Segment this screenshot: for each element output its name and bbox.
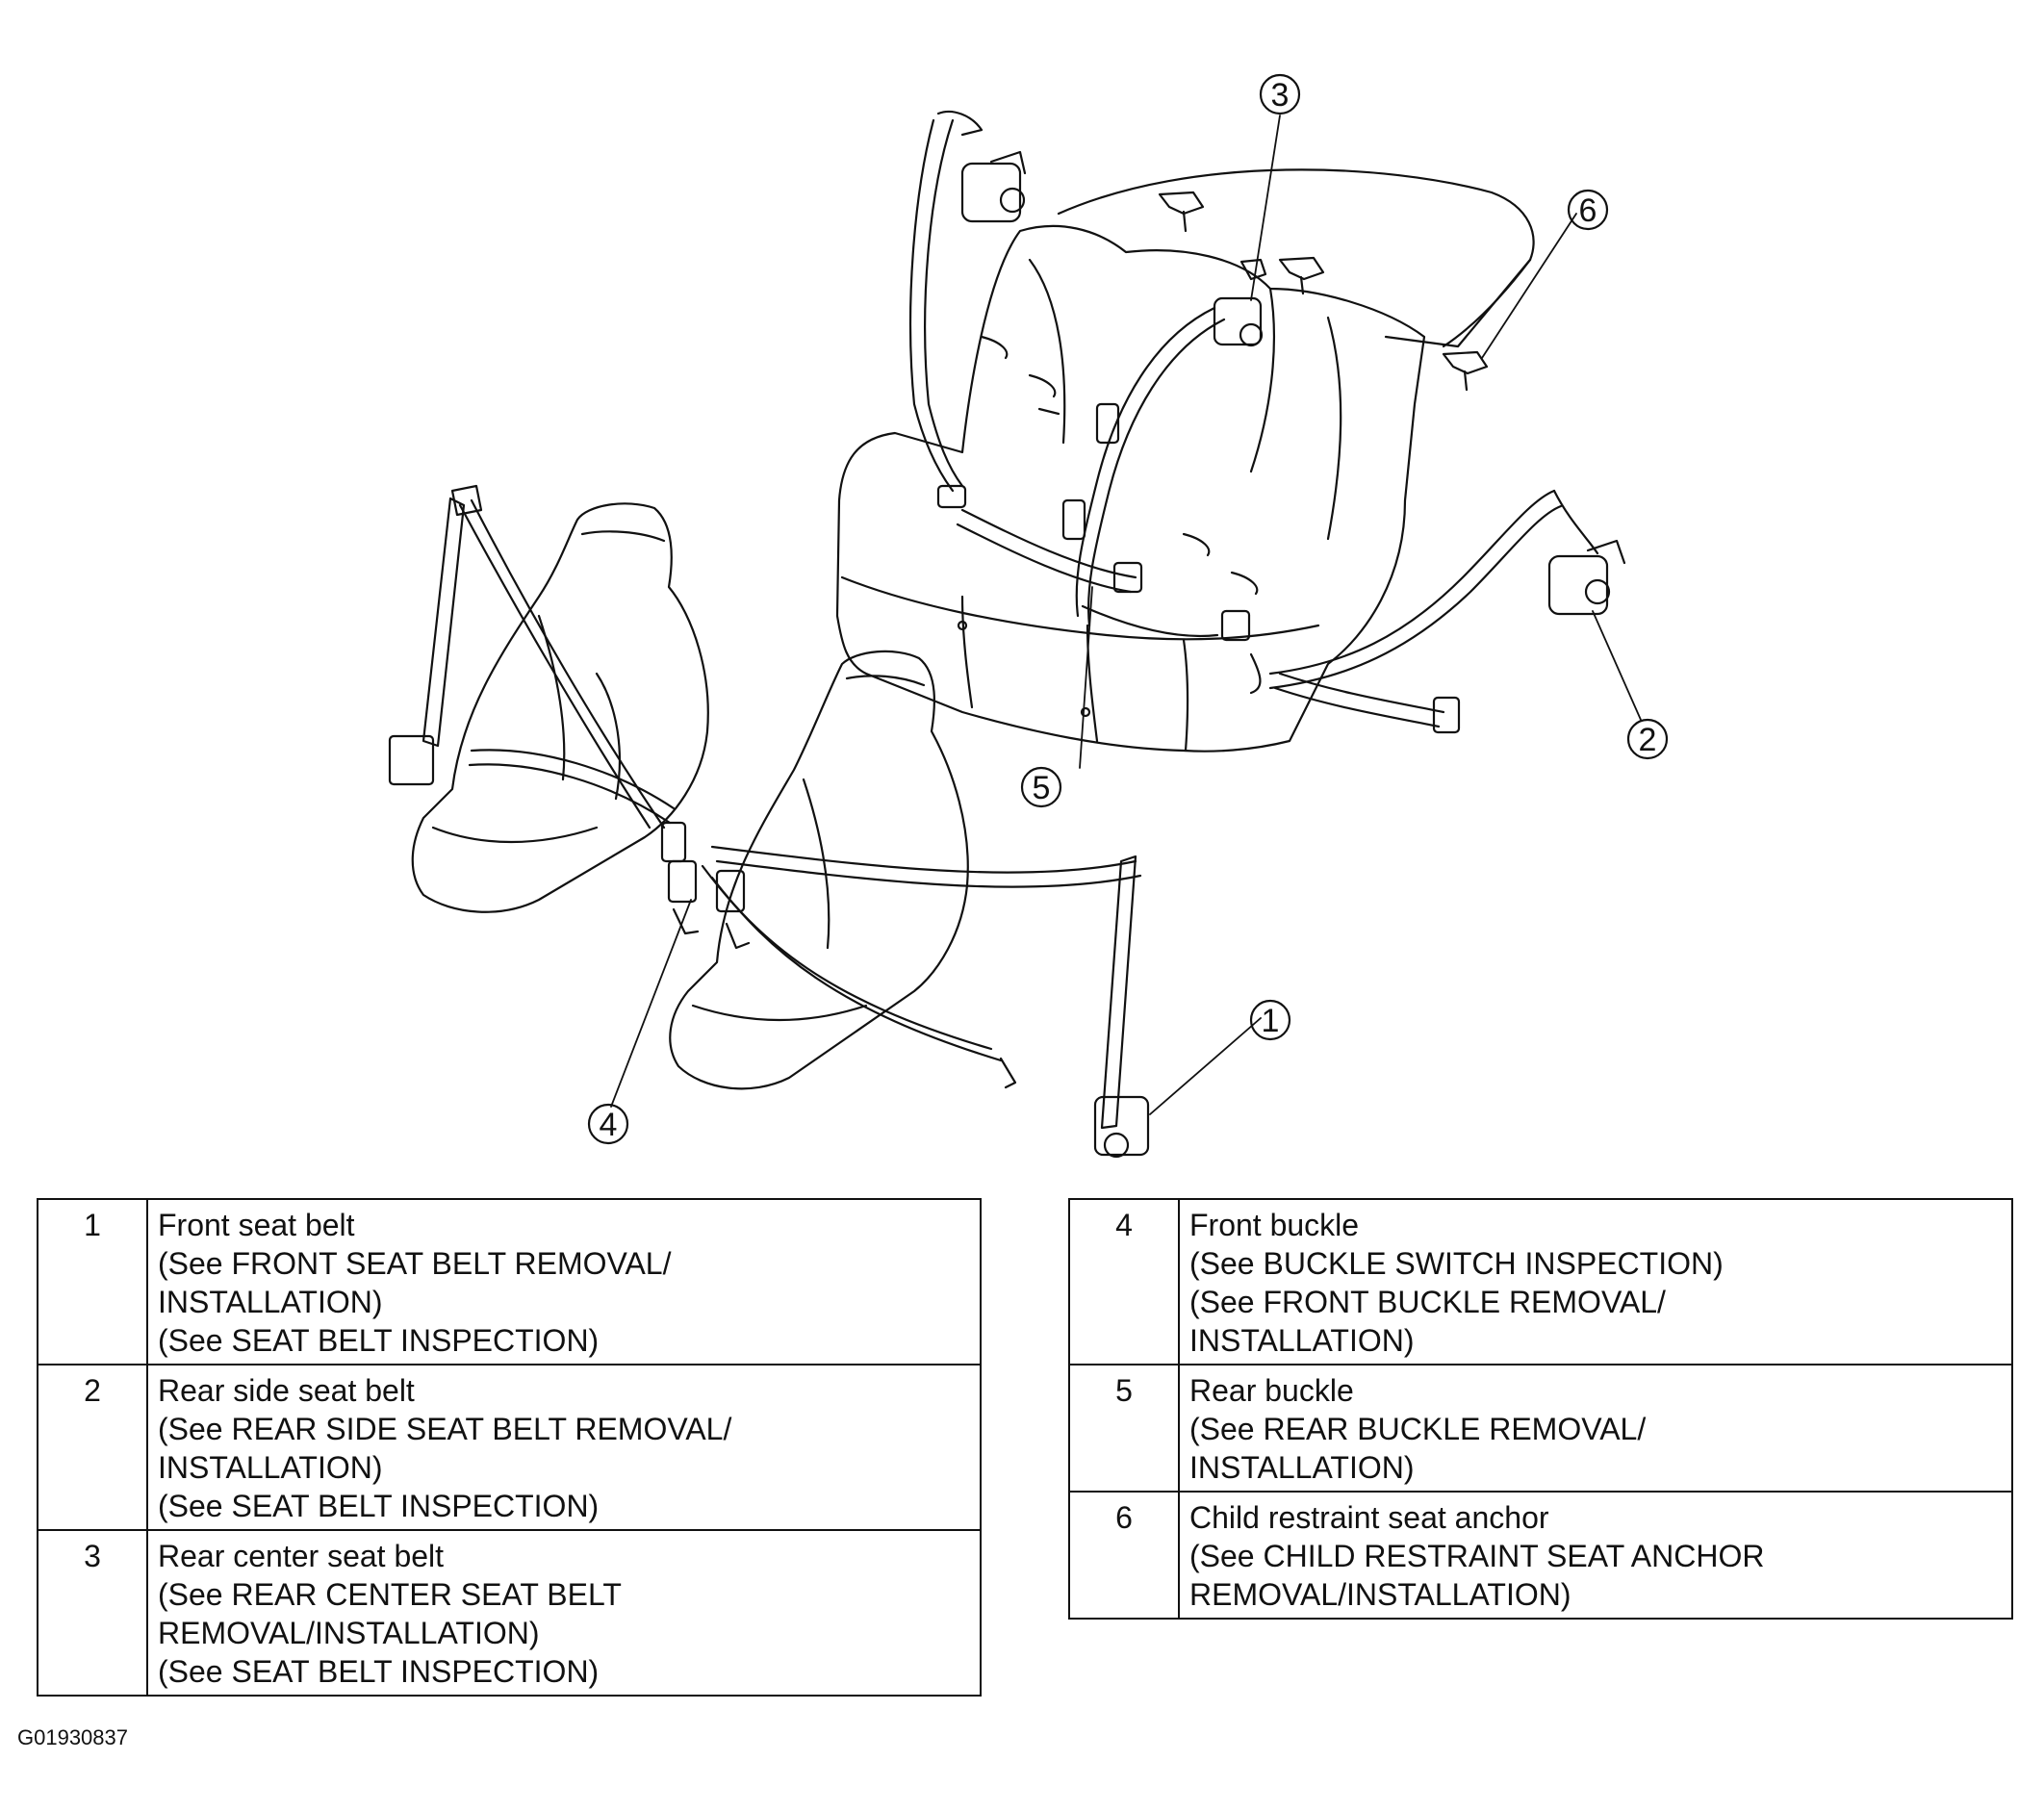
- legend-line: Rear center seat belt: [158, 1539, 445, 1573]
- callout-2: 2: [1626, 718, 1669, 760]
- rear-parcel-shelf-edge: [1442, 258, 1532, 348]
- legend-line: (See REAR BUCKLE REMOVAL/: [1189, 1412, 1647, 1446]
- front-buckle: [667, 859, 751, 950]
- legend-number: 3: [37, 1529, 148, 1697]
- legend-number: 5: [1068, 1364, 1180, 1493]
- legend-number: 1: [37, 1198, 148, 1365]
- callout-5-label: 5: [1033, 770, 1051, 806]
- legend-line: (See REAR SIDE SEAT BELT REMOVAL/: [158, 1412, 732, 1446]
- figure-id: G01930837: [17, 1725, 128, 1749]
- legend-line: (See BUCKLE SWITCH INSPECTION): [1189, 1246, 1724, 1281]
- legend-row-1: 1 Front seat belt (See FRONT SEAT BELT R…: [37, 1198, 982, 1365]
- legend-line: Front seat belt: [158, 1208, 355, 1242]
- legend-row-2: 2 Rear side seat belt (See REAR SIDE SEA…: [37, 1364, 982, 1531]
- front-right-seat: [669, 650, 969, 1090]
- floor-anchors: [957, 335, 1259, 718]
- legend-description: Rear side seat belt (See REAR SIDE SEAT …: [146, 1364, 982, 1531]
- front-right-seat-belt: [701, 845, 1150, 1159]
- rear-bench-seat: [835, 224, 1426, 753]
- callout-3-label: 3: [1271, 77, 1290, 114]
- legend-row-6: 6 Child restraint seat anchor (See CHILD…: [1068, 1491, 2013, 1620]
- legend-line: Rear buckle: [1189, 1373, 1354, 1408]
- callout-1-label: 1: [1262, 1003, 1280, 1039]
- legend-line: (See SEAT BELT INSPECTION): [158, 1489, 600, 1523]
- rear-right-seat-belt: [1268, 489, 1626, 734]
- legend-number: 4: [1068, 1198, 1180, 1365]
- legend-line: (See FRONT SEAT BELT REMOVAL/: [158, 1246, 672, 1281]
- legend-description: Rear buckle (See REAR BUCKLE REMOVAL/ IN…: [1178, 1364, 2013, 1493]
- legend-line: (See FRONT BUCKLE REMOVAL/: [1189, 1285, 1666, 1319]
- callout-3: 3: [1259, 73, 1301, 115]
- legend-description: Front buckle (See BUCKLE SWITCH INSPECTI…: [1178, 1198, 2013, 1365]
- rear-parcel-shelf: [1057, 168, 1535, 348]
- callout-2-label: 2: [1639, 722, 1657, 758]
- legend-line: INSTALLATION): [158, 1285, 383, 1319]
- front-left-seat: [411, 502, 709, 913]
- legend-description: Child restraint seat anchor (See CHILD R…: [1178, 1491, 2013, 1620]
- legend-line: Front buckle: [1189, 1208, 1360, 1242]
- legend-line: (See SEAT BELT INSPECTION): [158, 1323, 600, 1358]
- rear-buckles: [956, 508, 1262, 695]
- legend-line: Rear side seat belt: [158, 1373, 415, 1408]
- child-restraint-seat-anchors: [1158, 191, 1489, 392]
- legend-line: REMOVAL/INSTALLATION): [158, 1616, 540, 1650]
- legend-row-4: 4 Front buckle (See BUCKLE SWITCH INSPEC…: [1068, 1198, 2013, 1365]
- legend-line: (See REAR CENTER SEAT BELT: [158, 1577, 622, 1612]
- legend-row-5: 5 Rear buckle (See REAR BUCKLE REMOVAL/ …: [1068, 1364, 2013, 1493]
- callout-4: 4: [587, 1103, 629, 1145]
- legend-line: (See SEAT BELT INSPECTION): [158, 1654, 600, 1689]
- legend-line: (See CHILD RESTRAINT SEAT ANCHOR: [1189, 1539, 1765, 1573]
- rear-left-seat-belt: [908, 110, 1027, 509]
- legend-row-3: 3 Rear center seat belt (See REAR CENTER…: [37, 1529, 982, 1697]
- legend-table-right: 4 Front buckle (See BUCKLE SWITCH INSPEC…: [1068, 1198, 2013, 1620]
- legend-description: Rear center seat belt (See REAR CENTER S…: [146, 1529, 982, 1697]
- legend-line: INSTALLATION): [158, 1450, 383, 1485]
- legend-description: Front seat belt (See FRONT SEAT BELT REM…: [146, 1198, 982, 1365]
- callout-4-label: 4: [600, 1107, 618, 1143]
- rear-center-seat-belt: [1061, 296, 1264, 627]
- legend-line: Child restraint seat anchor: [1189, 1500, 1549, 1535]
- callout-5: 5: [1020, 766, 1062, 808]
- legend-line: INSTALLATION): [1189, 1323, 1415, 1358]
- legend-line: INSTALLATION): [1189, 1450, 1415, 1485]
- legend-number: 2: [37, 1364, 148, 1531]
- legend-table-left: 1 Front seat belt (See FRONT SEAT BELT R…: [37, 1198, 982, 1697]
- leader-lines: [610, 115, 1642, 1115]
- callout-1: 1: [1249, 999, 1291, 1041]
- callout-6: 6: [1567, 189, 1609, 231]
- front-left-seat-belt: [388, 484, 687, 863]
- legend-line: REMOVAL/INSTALLATION): [1189, 1577, 1571, 1612]
- seat-belt-diagram: 3 6 2 5 1 4: [388, 73, 1669, 1159]
- legend-number: 6: [1068, 1491, 1180, 1620]
- callout-6-label: 6: [1579, 192, 1597, 229]
